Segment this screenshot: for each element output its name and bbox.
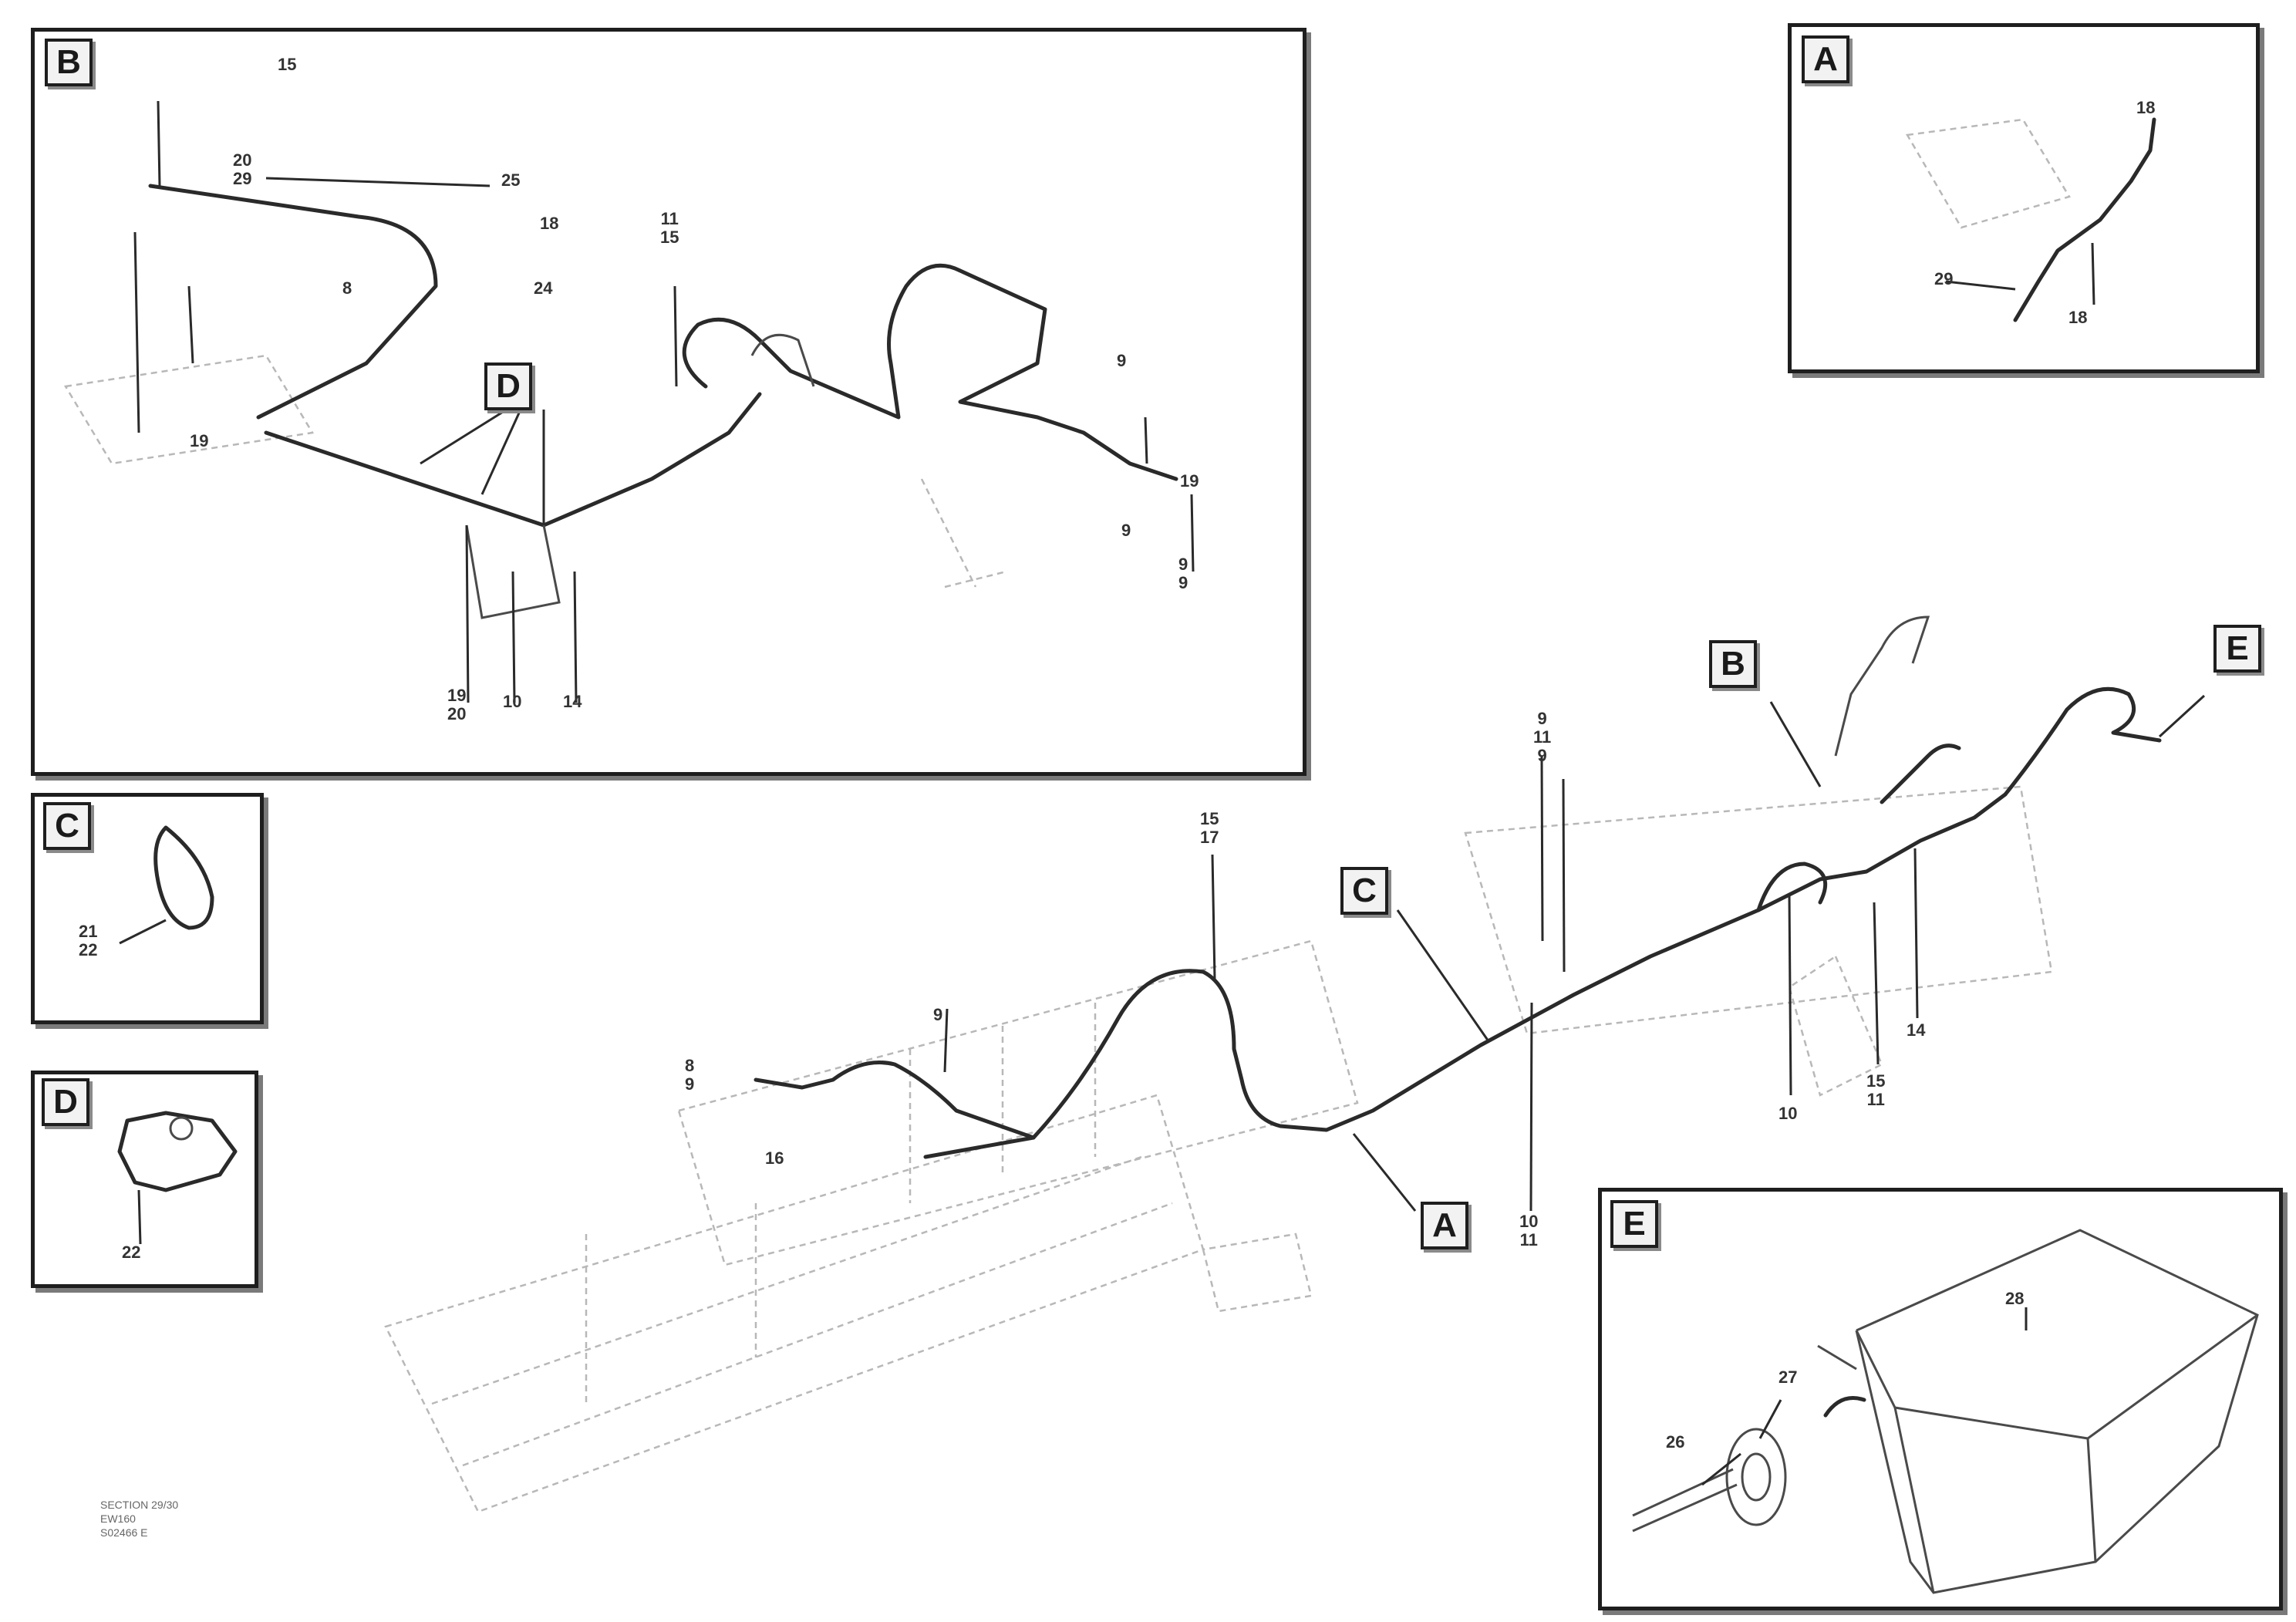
tag-d-panel[interactable]: D [42,1078,89,1126]
upper-fitting [1880,744,1961,804]
tag-a-panel[interactable]: A [1802,35,1849,83]
label-b-14: 19 [190,431,209,450]
detail-panel-b [31,28,1306,776]
label-main-8: 15 11 [1866,1071,1886,1109]
tag-d-in-b[interactable]: D [484,363,532,410]
label-main-6: 14 [1907,1020,1926,1040]
label-b-2: 20 29 [233,150,252,188]
label-b-13: 14 [563,692,582,711]
reference-line-2: EW160 [100,1512,136,1525]
label-b-11: 19 20 [447,686,467,723]
label-c-1: 21 22 [79,922,98,959]
tag-c-main[interactable]: C [1340,867,1388,915]
fitting-bracket [1834,615,1930,757]
drawing-reference: SECTION 29/30 EW160 S02466 E [100,1498,178,1539]
leader-lines [943,694,2206,1212]
detail-b-drawing [63,100,1195,703]
loop-fitting [1756,862,1828,912]
label-main-7: 10 [1778,1104,1798,1123]
detail-d-drawing [117,1111,238,1245]
label-main-5: 9 11 9 [1533,709,1552,765]
label-main-3: 9 [933,1005,943,1024]
reference-line-3: S02466 E [100,1526,148,1539]
label-b-7: 11 15 [660,209,679,247]
tag-c-panel[interactable]: C [43,802,91,850]
label-main-2: 16 [765,1148,784,1168]
label-main-9: 10 11 [1519,1212,1539,1249]
label-e-3: 26 [1666,1432,1685,1452]
label-main-1: 8 9 [685,1056,695,1094]
detail-a-drawing [1905,117,2156,322]
label-b-3: 25 [501,170,521,190]
label-b-1: 15 [278,55,297,74]
label-b-6: 24 [534,278,553,298]
branch-hose [923,1135,1036,1159]
chassis-outline [384,785,2053,1513]
main-hose-line [754,792,2008,1140]
tag-e-panel[interactable]: E [1610,1200,1658,1248]
tag-e-main[interactable]: E [2213,625,2261,673]
label-a-1: 18 [2136,98,2156,117]
tag-b-main[interactable]: B [1709,640,1757,688]
label-b-12: 10 [503,692,522,711]
label-main-4: 15 17 [1200,809,1219,847]
label-b-10: 9 9 [1178,555,1188,592]
tag-b[interactable]: B [45,39,93,86]
tank-hose [2003,686,2162,797]
label-e-1: 28 [2005,1289,2025,1308]
detail-e-drawing [1632,1229,2259,1594]
label-b-8: 9 [1117,351,1127,370]
label-a-2: 29 [1934,269,1954,288]
label-b-5: 8 [342,278,352,298]
label-b-4: 18 [540,214,559,233]
label-e-2: 27 [1778,1367,1798,1387]
label-b-9: 9 [1121,521,1131,540]
detail-panel-a [1788,23,2260,373]
tag-a-main[interactable]: A [1421,1202,1468,1249]
label-d-1: 22 [122,1243,141,1262]
label-b-15: 19 [1180,471,1199,491]
detail-c-drawing [119,825,214,945]
detail-panel-e [1598,1188,2283,1610]
reference-line-1: SECTION 29/30 [100,1499,179,1511]
label-a-3: 18 [2068,308,2088,327]
